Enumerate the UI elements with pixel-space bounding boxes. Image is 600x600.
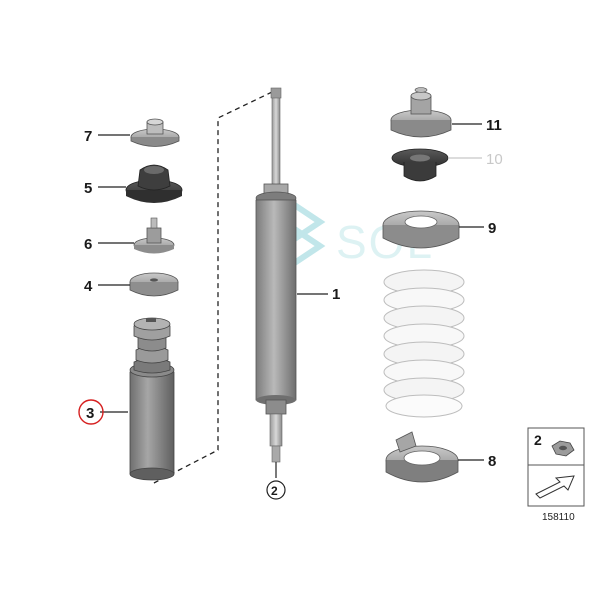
- part-5-rubber-mount[interactable]: [125, 164, 183, 203]
- part-label-2[interactable]: 2: [271, 484, 278, 498]
- inset-box: 2: [527, 427, 585, 507]
- part-7-top-nut-mount[interactable]: [130, 118, 180, 147]
- part-label-3[interactable]: 3: [86, 405, 94, 422]
- part-label-6[interactable]: 6: [84, 236, 92, 253]
- part-9-spring-seat[interactable]: [382, 210, 460, 249]
- part-1-shock-absorber[interactable]: [255, 87, 297, 463]
- assembly-bracket: [151, 91, 273, 485]
- part-11-upper-spring-mount[interactable]: [390, 87, 452, 138]
- part-label-8[interactable]: 8: [488, 453, 496, 470]
- highlight-circle: [78, 399, 104, 425]
- part-label-5[interactable]: 5: [84, 180, 92, 197]
- part-10-spring-bushing[interactable]: [391, 148, 449, 182]
- hex-nut-icon: [551, 440, 575, 457]
- part-label-7[interactable]: 7: [84, 128, 92, 145]
- part-label-11[interactable]: 11: [486, 117, 502, 134]
- part-8-lower-spring-pad[interactable]: [385, 431, 459, 483]
- part-label-1[interactable]: 1: [332, 286, 340, 303]
- part-label-9[interactable]: 9: [488, 220, 496, 237]
- diagram-id: 158110: [542, 512, 575, 523]
- inset-part-label[interactable]: 2: [534, 432, 542, 448]
- part-6-stud-mount[interactable]: [133, 217, 175, 254]
- part-4-support-plate[interactable]: [129, 272, 179, 297]
- part-3-protective-boot[interactable]: [129, 317, 175, 481]
- part-label-10[interactable]: 10: [486, 151, 503, 168]
- arrow-icon: [535, 475, 575, 499]
- coil-spring: [383, 269, 465, 418]
- part-label-4[interactable]: 4: [84, 278, 93, 295]
- part-2-callout-circle: [266, 480, 286, 500]
